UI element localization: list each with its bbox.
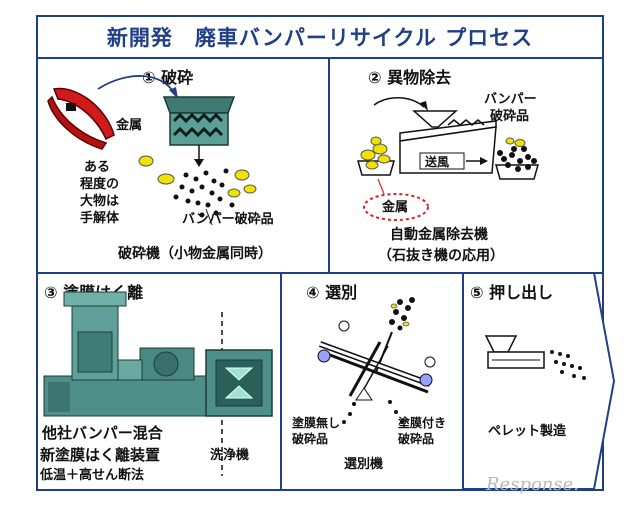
- metal-remover-label: 自動金属除去機: [390, 227, 488, 243]
- metal-piece: [360, 149, 376, 161]
- metal-label: 金属: [382, 200, 409, 215]
- sorter-hopper-fragments: [389, 297, 415, 331]
- deck-ridges: [447, 119, 485, 126]
- metal-highlight: [363, 193, 429, 221]
- response-watermark: Response.: [486, 474, 580, 495]
- roller: [338, 320, 350, 332]
- metal-piece: [372, 143, 388, 155]
- with-paint-label-line-2: 破砕品: [398, 432, 435, 446]
- belt-d: [359, 345, 389, 397]
- bumper-clip: [66, 103, 76, 111]
- machine-wheel: [153, 351, 179, 377]
- roller: [317, 349, 331, 363]
- feed-arrow: [373, 97, 425, 108]
- crusher-machine-label: 破砕機（小物金属同時）: [118, 246, 272, 262]
- crusher-output-arrow-head: [194, 159, 204, 167]
- metal-piece: [138, 155, 154, 167]
- other-bumper-mix-label: 他社バンパー混合: [42, 424, 163, 442]
- bumper-fragments-label-line-1: バンパー: [484, 92, 537, 107]
- sorter-illustration: [317, 297, 436, 424]
- roller: [419, 373, 433, 387]
- manual-disassembly-line-2: 程度の: [80, 177, 120, 192]
- air-label-box: [419, 152, 465, 170]
- manual-disassembly-line-4: 手解体: [80, 211, 120, 226]
- no-paint-label-line-2: 破砕品: [292, 432, 329, 446]
- panel-extrusion-arrow: [462, 272, 616, 490]
- stone-remover-note: （石抜き機の応用）: [378, 248, 504, 264]
- metal-piece: [365, 160, 379, 170]
- crusher-blades: [172, 112, 224, 138]
- machine-chamber: [77, 331, 113, 373]
- washer-impeller: [224, 367, 254, 399]
- machine-hood: [63, 291, 127, 307]
- title-bar: 新開発 廃車バンパーリサイクル プロセス: [36, 15, 604, 59]
- metal-leader: [377, 178, 385, 195]
- manual-disassembly-line-1: ある: [84, 160, 111, 175]
- falling-particles: [342, 400, 404, 424]
- bumper-fragments: [497, 146, 537, 172]
- metal-remover-illustration: [357, 97, 539, 221]
- air-label: 送風: [425, 155, 450, 169]
- no-paint-label-line-1: 塗膜無し: [292, 416, 341, 430]
- machine-gearbox: [117, 359, 143, 381]
- fragments-leader: [205, 208, 213, 226]
- air-arrow-head: [480, 157, 488, 165]
- peeling-device-label: 新塗膜はく離装置: [40, 446, 161, 464]
- bumper-shape: [52, 87, 115, 141]
- panel-extrusion-shape: [462, 272, 616, 490]
- metal-piece: [234, 169, 250, 181]
- metal-piece: [157, 173, 175, 185]
- panel-foreign-removal-title: ② 異物除去: [368, 68, 452, 87]
- sorter-machine-label: 選別機: [344, 457, 384, 472]
- metal-piece: [370, 136, 382, 146]
- with-paint-label-line-1: 塗膜付き: [398, 416, 447, 430]
- panel-extrusion-title: ⑤ 押し出し: [470, 283, 554, 302]
- belt-b: [321, 350, 429, 394]
- washer-window: [215, 359, 263, 407]
- peeling-device-illustration: [43, 291, 273, 476]
- machine-panel: [48, 382, 70, 412]
- bumper-fragments-label: バンパー破砕品: [182, 212, 274, 227]
- bumper-fragments-label-line-2: 破砕品: [490, 109, 530, 124]
- pellets: [550, 350, 586, 380]
- manual-disassembly-line-3: 大物は: [80, 194, 120, 209]
- metal-piece: [377, 154, 391, 164]
- pellet-label: ペレット製造: [488, 424, 567, 439]
- sorter-splitter: [355, 387, 373, 401]
- roller: [424, 356, 436, 368]
- hopper-top: [162, 96, 236, 114]
- washer-label: 洗浄機: [210, 448, 250, 463]
- machine-base: [43, 375, 207, 417]
- peeling-method-label: 低温＋高せん断法: [40, 468, 145, 483]
- feed-arrow-head: [169, 87, 178, 99]
- panel-crushing-title: ① 破砕: [142, 68, 194, 87]
- metal-label: 金属: [116, 118, 143, 133]
- metal-piece: [514, 139, 526, 147]
- metal-piece: [243, 184, 257, 194]
- belt-c: [348, 341, 382, 397]
- feed-arrow: [97, 75, 175, 94]
- sorter-hopper-metal: [390, 303, 410, 327]
- belt-a-inner: [319, 342, 431, 386]
- diagram-title: 新開発 廃車バンパーリサイクル プロセス: [106, 26, 534, 50]
- bumper-shape-lower: [47, 95, 108, 150]
- crusher-illustration: [47, 75, 257, 226]
- metal-piece: [505, 137, 515, 145]
- metal-piece: [227, 188, 241, 198]
- panel-sorting-title: ④ 選別: [306, 283, 358, 302]
- bumper-fragments: [173, 168, 235, 218]
- feed-arrow-head: [420, 101, 428, 111]
- hopper: [412, 110, 458, 128]
